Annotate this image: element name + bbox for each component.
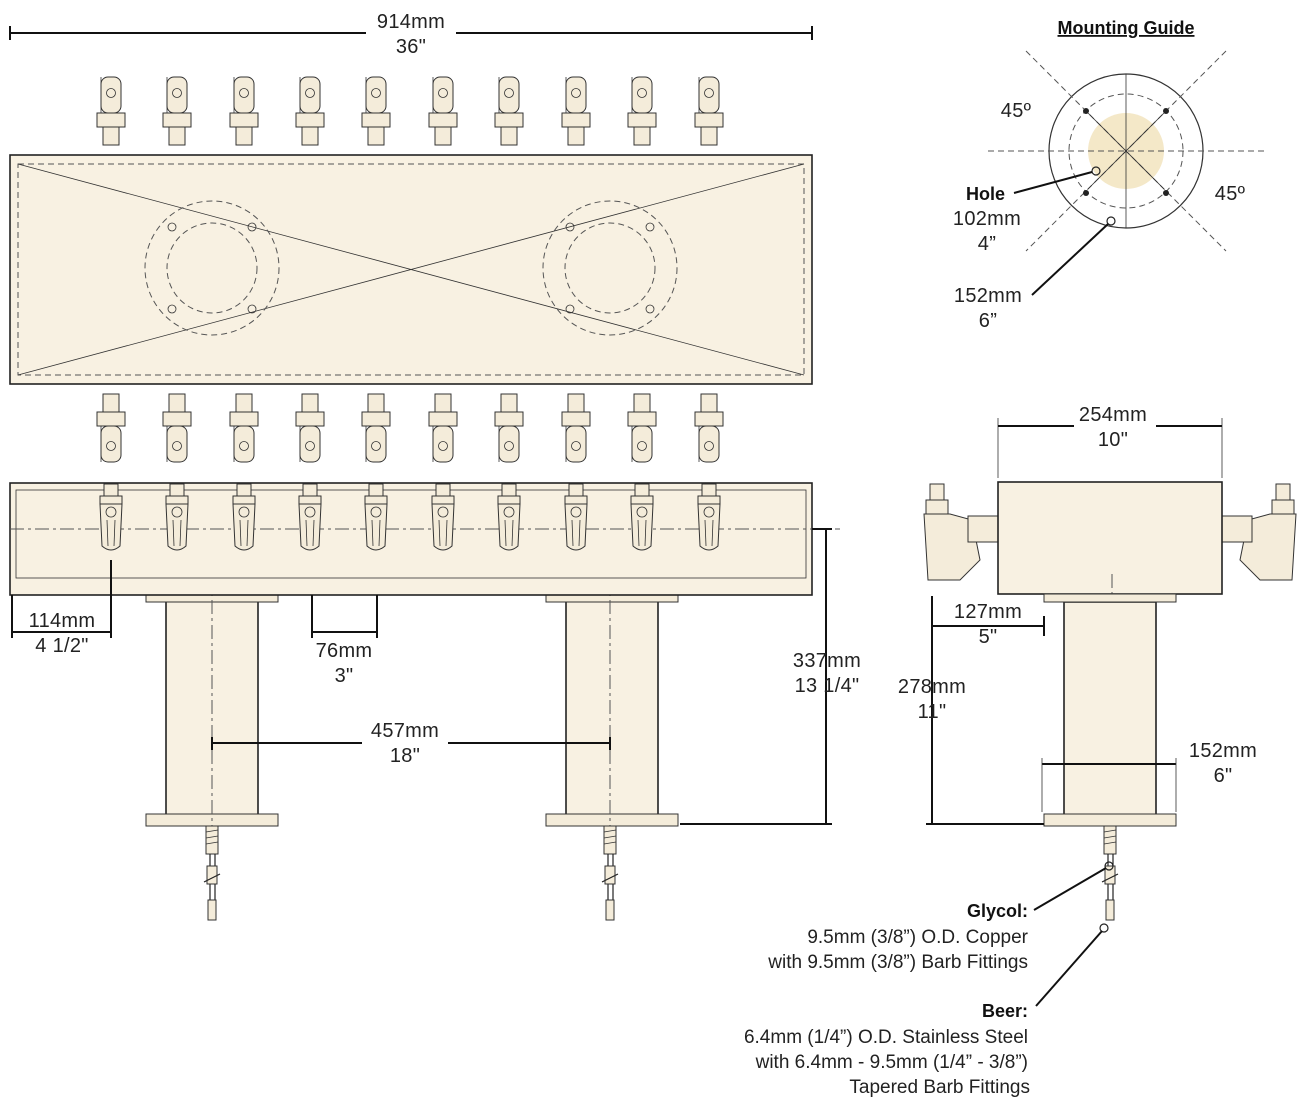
- side-height-mm-label: 278mm: [898, 676, 966, 698]
- angle-top-label: 45º: [1001, 100, 1032, 122]
- glycol-line-2: with 9.5mm (3/8”) Barb Fittings: [767, 952, 1028, 973]
- side-view: 254mm 10" 127mm 5" 278mm 11": [898, 404, 1297, 1007]
- side-faucet-right: [1221, 483, 1297, 581]
- top-view: 914mm 36": [9, 11, 813, 463]
- column-spacing-in-label: 18": [390, 745, 420, 767]
- side-column: [1063, 601, 1157, 817]
- beer-line-2: with 6.4mm - 9.5mm (1/4” - 3/8”): [755, 1052, 1028, 1073]
- end-offset-mm-label: 114mm: [29, 610, 96, 632]
- side-height-in-label: 11": [918, 701, 947, 723]
- side-faucet-left: [923, 483, 999, 581]
- height-mm-label: 337mm: [793, 650, 861, 672]
- tower-body-side: [997, 481, 1223, 595]
- top-faucets-rear: [96, 76, 724, 146]
- beer-label: Beer:: [982, 1001, 1028, 1021]
- height-in-label: 13 1/4": [795, 675, 860, 697]
- mounting-guide-title: Mounting Guide: [1058, 18, 1195, 38]
- beer-line-3: Tapered Barb Fittings: [849, 1077, 1030, 1098]
- spacing-mm-label: 76mm: [316, 640, 373, 662]
- offset-in-label: 5": [979, 626, 998, 648]
- mounting-guide: Mounting Guide 45º 45º Hole 102mm 4” 152…: [953, 18, 1264, 332]
- flange-in-label: 6”: [979, 310, 997, 332]
- flange-mm-label: 152mm: [954, 285, 1022, 307]
- base-mm-label: 152mm: [1189, 740, 1257, 762]
- depth-in-label: 10": [1098, 429, 1128, 451]
- front-view: 114mm 4 1/2" 76mm 3" 457mm 18" 337mm 13 …: [9, 482, 861, 921]
- spacing-in-label: 3": [335, 665, 354, 687]
- tower-body-front: [9, 482, 813, 596]
- depth-mm-label: 254mm: [1079, 404, 1147, 426]
- glycol-line-1: 9.5mm (3/8”) O.D. Copper: [807, 927, 1028, 948]
- end-offset-in-label: 4 1/2": [35, 635, 88, 657]
- angle-bottom-label: 45º: [1215, 183, 1246, 205]
- column-spacing-mm-label: 457mm: [371, 720, 439, 742]
- fitting-notes: Glycol: 9.5mm (3/8”) O.D. Copper with 9.…: [744, 901, 1030, 1098]
- top-faucets-front: [96, 393, 724, 463]
- beer-line-1: 6.4mm (1/4”) O.D. Stainless Steel: [744, 1027, 1028, 1048]
- base-in-label: 6": [1214, 765, 1233, 787]
- offset-mm-label: 127mm: [954, 601, 1022, 623]
- right-column: [565, 599, 659, 817]
- hole-label: Hole: [966, 184, 1005, 204]
- glycol-label: Glycol:: [967, 901, 1028, 921]
- hole-in-label: 4”: [978, 233, 996, 255]
- width-in-label: 36": [396, 36, 426, 58]
- hole-mm-label: 102mm: [953, 208, 1021, 230]
- width-mm-label: 914mm: [377, 11, 445, 33]
